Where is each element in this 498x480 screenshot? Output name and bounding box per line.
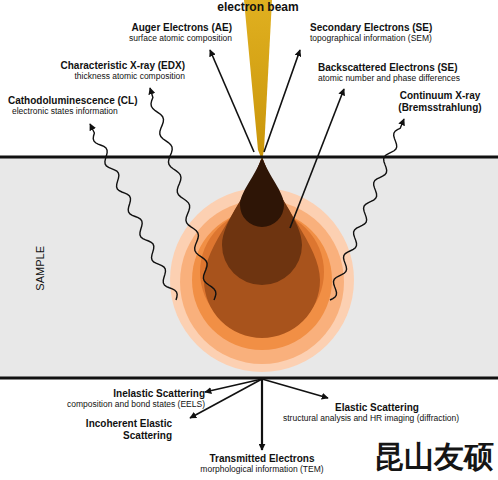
backscatter-arrow [290, 89, 344, 228]
signal-name: Elastic Scattering [335, 402, 419, 414]
inelastic-arrow [205, 379, 262, 392]
sample-label: SAMPLE [34, 246, 47, 291]
cathodoluminescence-wave [90, 124, 177, 300]
sample-bottom [0, 377, 498, 380]
electron-beam [244, 0, 272, 160]
signal-name: Backscattered Electrons (SE) [318, 62, 458, 74]
signal-name: Characteristic X-ray (EDX) [61, 60, 186, 72]
auger-arrow [210, 50, 254, 152]
signal-info: atomic number and phase differences [318, 74, 460, 84]
signal-name: Secondary Electrons (SE) [310, 22, 432, 34]
signal-info: surface atomic composition [129, 34, 232, 44]
signal-info: electronic states information [12, 107, 118, 117]
signal-name: Inelastic Scattering [113, 388, 205, 400]
signal-info: morphological information (TEM) [200, 465, 323, 475]
signal-name: Cathodoluminescence (CL) [8, 95, 137, 107]
signal-name: Transmitted Electrons [209, 453, 314, 465]
sample-band [0, 157, 498, 378]
continuum-wave [330, 119, 404, 300]
secondary-arrow [264, 50, 300, 152]
xray-wave [150, 88, 216, 300]
beam-label: electron beam [217, 1, 298, 15]
interaction-volume [222, 157, 302, 285]
interaction-volume-core [240, 157, 284, 227]
transmitted-arrow [261, 379, 263, 450]
signal-name: Auger Electrons (AE) [131, 22, 232, 34]
watermark: 昆山友硕 [374, 440, 494, 475]
signal-info: topographical information (SEM) [310, 34, 432, 44]
elastic-arrow [262, 379, 328, 398]
interaction-volume [204, 157, 320, 338]
signal-info: composition and bond states (EELS) [67, 400, 205, 410]
sample-surface [0, 156, 498, 159]
signal-info: structural analysis and HR imaging (diff… [283, 414, 459, 424]
signal-info: thickness atomic composition [74, 72, 185, 82]
signal-name: Continuum X-ray (Bremsstrahlung) [390, 90, 490, 113]
signal-name: Incoherent Elastic Scattering [76, 418, 172, 441]
